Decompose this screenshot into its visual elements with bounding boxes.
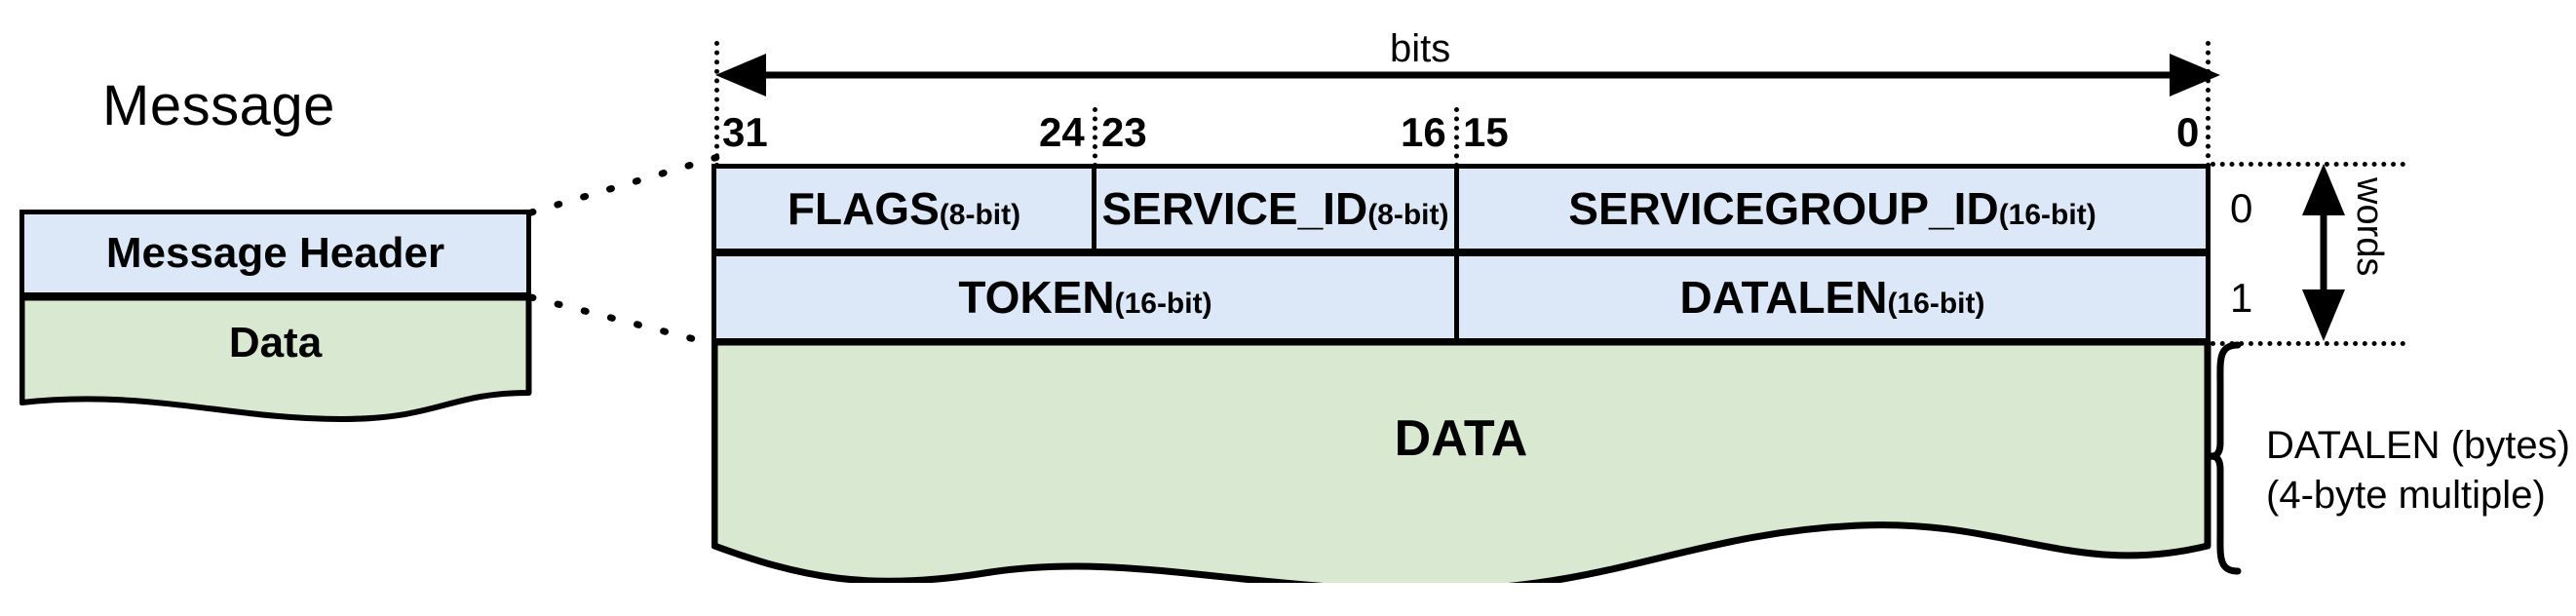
bit-guide-24-23 — [1093, 107, 1097, 168]
word-index-1: 1 — [2230, 275, 2253, 321]
datalen-note: DATALEN (bytes) (4-byte multiple) — [2266, 421, 2570, 520]
message-header-block: Message Header — [19, 210, 531, 297]
bits-axis-arrow — [715, 54, 2220, 96]
payload-data-label-wrap: DATA — [711, 409, 2211, 468]
message-title: Message — [102, 74, 335, 137]
field-flags: FLAGS(8-bit) — [711, 164, 1096, 253]
field-service-id: SERVICE_ID(8-bit) — [1092, 164, 1459, 253]
field-service-id-name: SERVICE_ID — [1101, 183, 1368, 234]
bit-tick-23: 23 — [1101, 109, 1147, 155]
datalen-note-line2: (4-byte multiple) — [2266, 474, 2546, 518]
field-flags-text: FLAGS(8-bit) — [788, 182, 1020, 235]
words-bracket-label: words — [2349, 177, 2390, 277]
field-datalen-name: DATALEN — [1679, 272, 1888, 323]
datalen-note-line1: DATALEN (bytes) — [2266, 424, 2570, 467]
field-token-width: (16-bit) — [1114, 288, 1212, 320]
field-service-id-text: SERVICE_ID(8-bit) — [1101, 182, 1448, 235]
field-servicegroup-id-name: SERVICEGROUP_ID — [1568, 183, 1999, 234]
field-token-name: TOKEN — [958, 272, 1115, 323]
payload-data-label: DATA — [1394, 410, 1528, 467]
payload-data-block: DATA — [711, 338, 2217, 594]
bit-tick-24: 24 — [1039, 109, 1085, 155]
bit-tick-0: 0 — [2176, 109, 2200, 155]
field-flags-name: FLAGS — [787, 183, 940, 234]
field-servicegroup-id-text: SERVICEGROUP_ID(16-bit) — [1568, 182, 2095, 235]
word-index-0: 0 — [2230, 185, 2253, 231]
field-service-id-width: (8-bit) — [1367, 199, 1449, 231]
bit-guide-16-15 — [1454, 107, 1459, 168]
bit-guide-31 — [714, 41, 719, 168]
message-data-shape — [19, 294, 532, 422]
field-servicegroup-id-width: (16-bit) — [1998, 199, 2096, 231]
datalen-brace — [2207, 341, 2242, 575]
words-guide-top — [2211, 162, 2405, 167]
expansion-connector-lines — [527, 152, 725, 350]
field-datalen-text: DATALEN(16-bit) — [1680, 271, 1985, 324]
bit-tick-16: 16 — [1401, 109, 1446, 155]
message-header-block-label: Message Header — [105, 229, 445, 277]
words-bracket-arrow — [2302, 164, 2345, 341]
field-token: TOKEN(16-bit) — [711, 251, 1459, 343]
bit-tick-31: 31 — [722, 109, 768, 155]
bits-axis-label: bits — [1390, 27, 1451, 70]
field-flags-width: (8-bit) — [939, 199, 1021, 231]
bit-guide-0 — [2206, 41, 2211, 168]
message-data-block-label: Data — [228, 319, 323, 366]
field-token-text: TOKEN(16-bit) — [958, 271, 1211, 324]
message-data-block: Data — [19, 294, 541, 422]
field-datalen: DATALEN(16-bit) — [1454, 251, 2211, 343]
field-servicegroup-id: SERVICEGROUP_ID(16-bit) — [1454, 164, 2211, 253]
words-guide-bottom — [2211, 341, 2405, 346]
bit-tick-15: 15 — [1463, 109, 1509, 155]
field-datalen-width: (16-bit) — [1887, 288, 1985, 320]
